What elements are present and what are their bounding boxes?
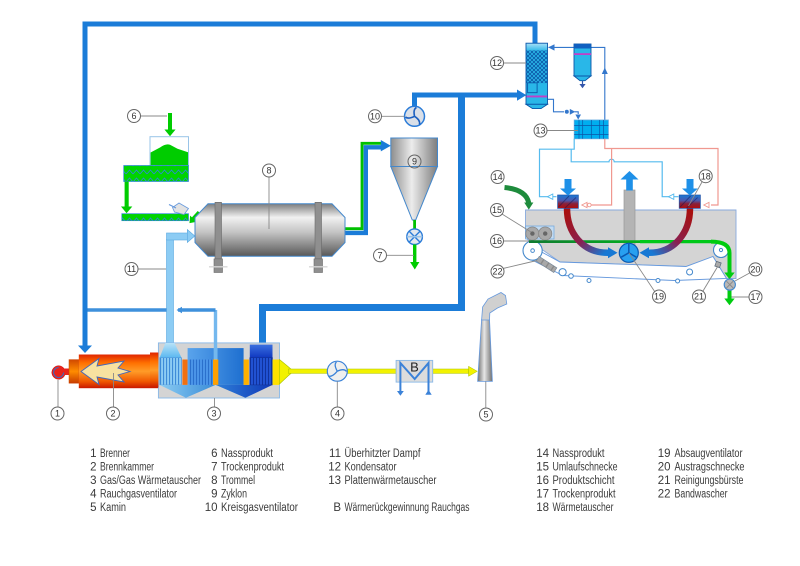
svg-text:10: 10 <box>370 112 380 122</box>
svg-text:17: 17 <box>536 489 549 501</box>
svg-text:16: 16 <box>536 475 549 487</box>
svg-text:21: 21 <box>658 475 671 487</box>
svg-text:Zyklon: Zyklon <box>221 489 247 501</box>
svg-text:Kondensator: Kondensator <box>345 462 397 474</box>
svg-text:12: 12 <box>328 462 341 474</box>
svg-text:Nassprodukt: Nassprodukt <box>221 448 274 460</box>
svg-text:5: 5 <box>483 410 488 420</box>
svg-text:Absaugventilator: Absaugventilator <box>675 448 743 460</box>
svg-text:1: 1 <box>90 448 96 460</box>
svg-text:Austragschnecke: Austragschnecke <box>675 462 745 474</box>
svg-text:3: 3 <box>90 475 96 487</box>
svg-text:2: 2 <box>110 409 115 419</box>
svg-text:14: 14 <box>493 172 503 182</box>
svg-text:Plattenwärmetauscher: Plattenwärmetauscher <box>345 475 437 487</box>
svg-text:Bandwascher: Bandwascher <box>675 489 728 501</box>
svg-text:20: 20 <box>750 265 760 275</box>
svg-text:15: 15 <box>536 462 549 474</box>
svg-text:13: 13 <box>328 475 341 487</box>
svg-text:11: 11 <box>127 264 136 274</box>
svg-text:17: 17 <box>750 292 760 302</box>
svg-text:Reinigungsbürste: Reinigungsbürste <box>675 475 744 487</box>
svg-text:18: 18 <box>701 171 711 181</box>
svg-text:19: 19 <box>658 448 671 460</box>
svg-text:13: 13 <box>535 126 545 136</box>
svg-text:21: 21 <box>694 292 704 302</box>
svg-text:Kamin: Kamin <box>100 502 126 514</box>
svg-text:22: 22 <box>658 489 671 501</box>
svg-text:Trockenprodukt: Trockenprodukt <box>221 462 285 474</box>
svg-text:9: 9 <box>412 157 417 167</box>
svg-text:8: 8 <box>211 475 217 487</box>
svg-text:8: 8 <box>266 166 271 176</box>
svg-text:4: 4 <box>335 409 340 419</box>
svg-text:16: 16 <box>492 236 502 246</box>
svg-text:11: 11 <box>329 448 341 460</box>
svg-text:14: 14 <box>536 448 549 460</box>
svg-text:2: 2 <box>90 462 96 474</box>
svg-text:22: 22 <box>492 267 502 277</box>
svg-text:18: 18 <box>536 502 549 514</box>
svg-text:Produktschicht: Produktschicht <box>553 475 616 487</box>
svg-text:Kreisgasventilator: Kreisgasventilator <box>221 502 298 514</box>
svg-text:9: 9 <box>211 489 217 501</box>
svg-text:Brenner: Brenner <box>100 448 130 460</box>
svg-text:7: 7 <box>377 251 382 261</box>
svg-text:Wärmerückgewinnung Rauchgas: Wärmerückgewinnung Rauchgas <box>345 502 470 514</box>
svg-text:6: 6 <box>211 448 217 460</box>
svg-text:1: 1 <box>55 409 60 419</box>
svg-text:7: 7 <box>211 462 217 474</box>
svg-text:3: 3 <box>211 409 216 419</box>
svg-text:Umlaufschnecke: Umlaufschnecke <box>553 462 618 474</box>
svg-text:5: 5 <box>90 502 96 514</box>
svg-text:4: 4 <box>90 489 97 501</box>
svg-text:Gas/Gas Wärmetauscher: Gas/Gas Wärmetauscher <box>100 475 201 487</box>
svg-text:Brennkammer: Brennkammer <box>100 462 154 474</box>
svg-text:Trommel: Trommel <box>221 475 255 487</box>
svg-text:Rauchgasventilator: Rauchgasventilator <box>100 489 177 501</box>
svg-text:15: 15 <box>492 205 502 215</box>
svg-text:Trockenprodukt: Trockenprodukt <box>553 489 617 501</box>
svg-text:19: 19 <box>654 292 664 302</box>
svg-text:6: 6 <box>131 111 136 121</box>
svg-text:B: B <box>333 502 341 514</box>
svg-text:Wärmetauscher: Wärmetauscher <box>553 502 614 514</box>
svg-text:10: 10 <box>205 502 218 514</box>
svg-text:20: 20 <box>658 462 671 474</box>
svg-text:B: B <box>410 360 419 375</box>
svg-text:Nassprodukt: Nassprodukt <box>553 448 606 460</box>
svg-text:Überhitzter Dampf: Überhitzter Dampf <box>345 448 422 460</box>
svg-text:12: 12 <box>492 58 502 68</box>
